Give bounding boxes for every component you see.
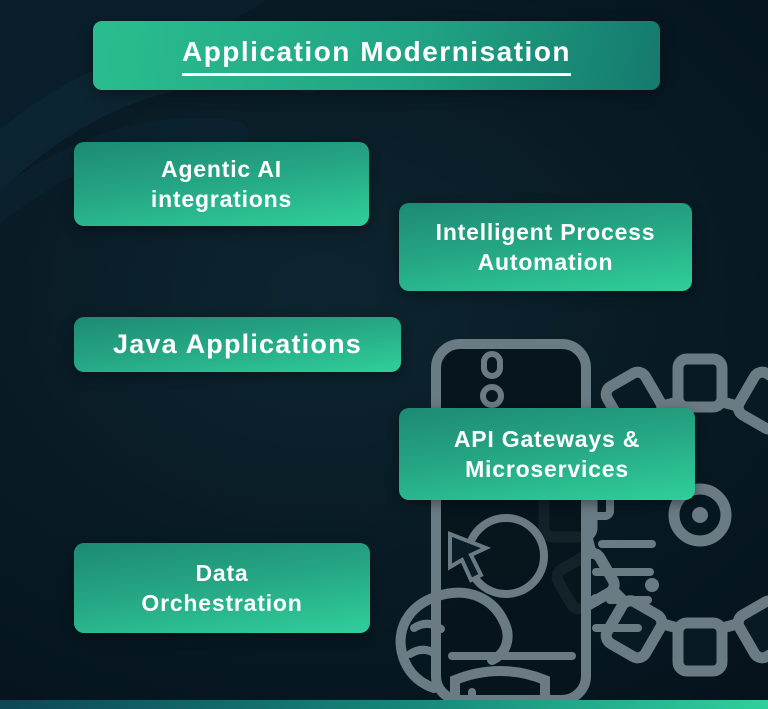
card-line: Java Applications	[113, 328, 362, 359]
bottom-accent-bar	[0, 700, 768, 709]
card-line: integrations	[150, 186, 293, 212]
cursor-icon	[448, 531, 492, 583]
card-line: Microservices	[465, 456, 629, 482]
gear-icon	[538, 353, 768, 677]
circuit-lines-icon	[584, 490, 659, 632]
title-banner: Application Modernisation	[93, 21, 660, 90]
hand-holding-phone-icon	[395, 339, 591, 709]
card-intelligent-process-automation: Intelligent Process Automation	[399, 203, 692, 291]
card-java-applications: Java Applications	[74, 317, 401, 372]
card-api-gateways-microservices: API Gateways & Microservices	[399, 408, 695, 500]
card-line: Intelligent Process	[435, 218, 656, 245]
card-line: API Gateways &	[453, 425, 641, 452]
page-title: Application Modernisation	[181, 36, 572, 76]
card-data-orchestration: Data Orchestration	[74, 543, 370, 633]
card-line: Orchestration	[141, 590, 303, 616]
card-agentic-ai-integrations: Agentic AI integrations	[74, 142, 369, 226]
card-line: Agentic AI	[161, 155, 282, 182]
card-line: Data	[195, 559, 249, 586]
card-line: Automation	[477, 249, 614, 275]
